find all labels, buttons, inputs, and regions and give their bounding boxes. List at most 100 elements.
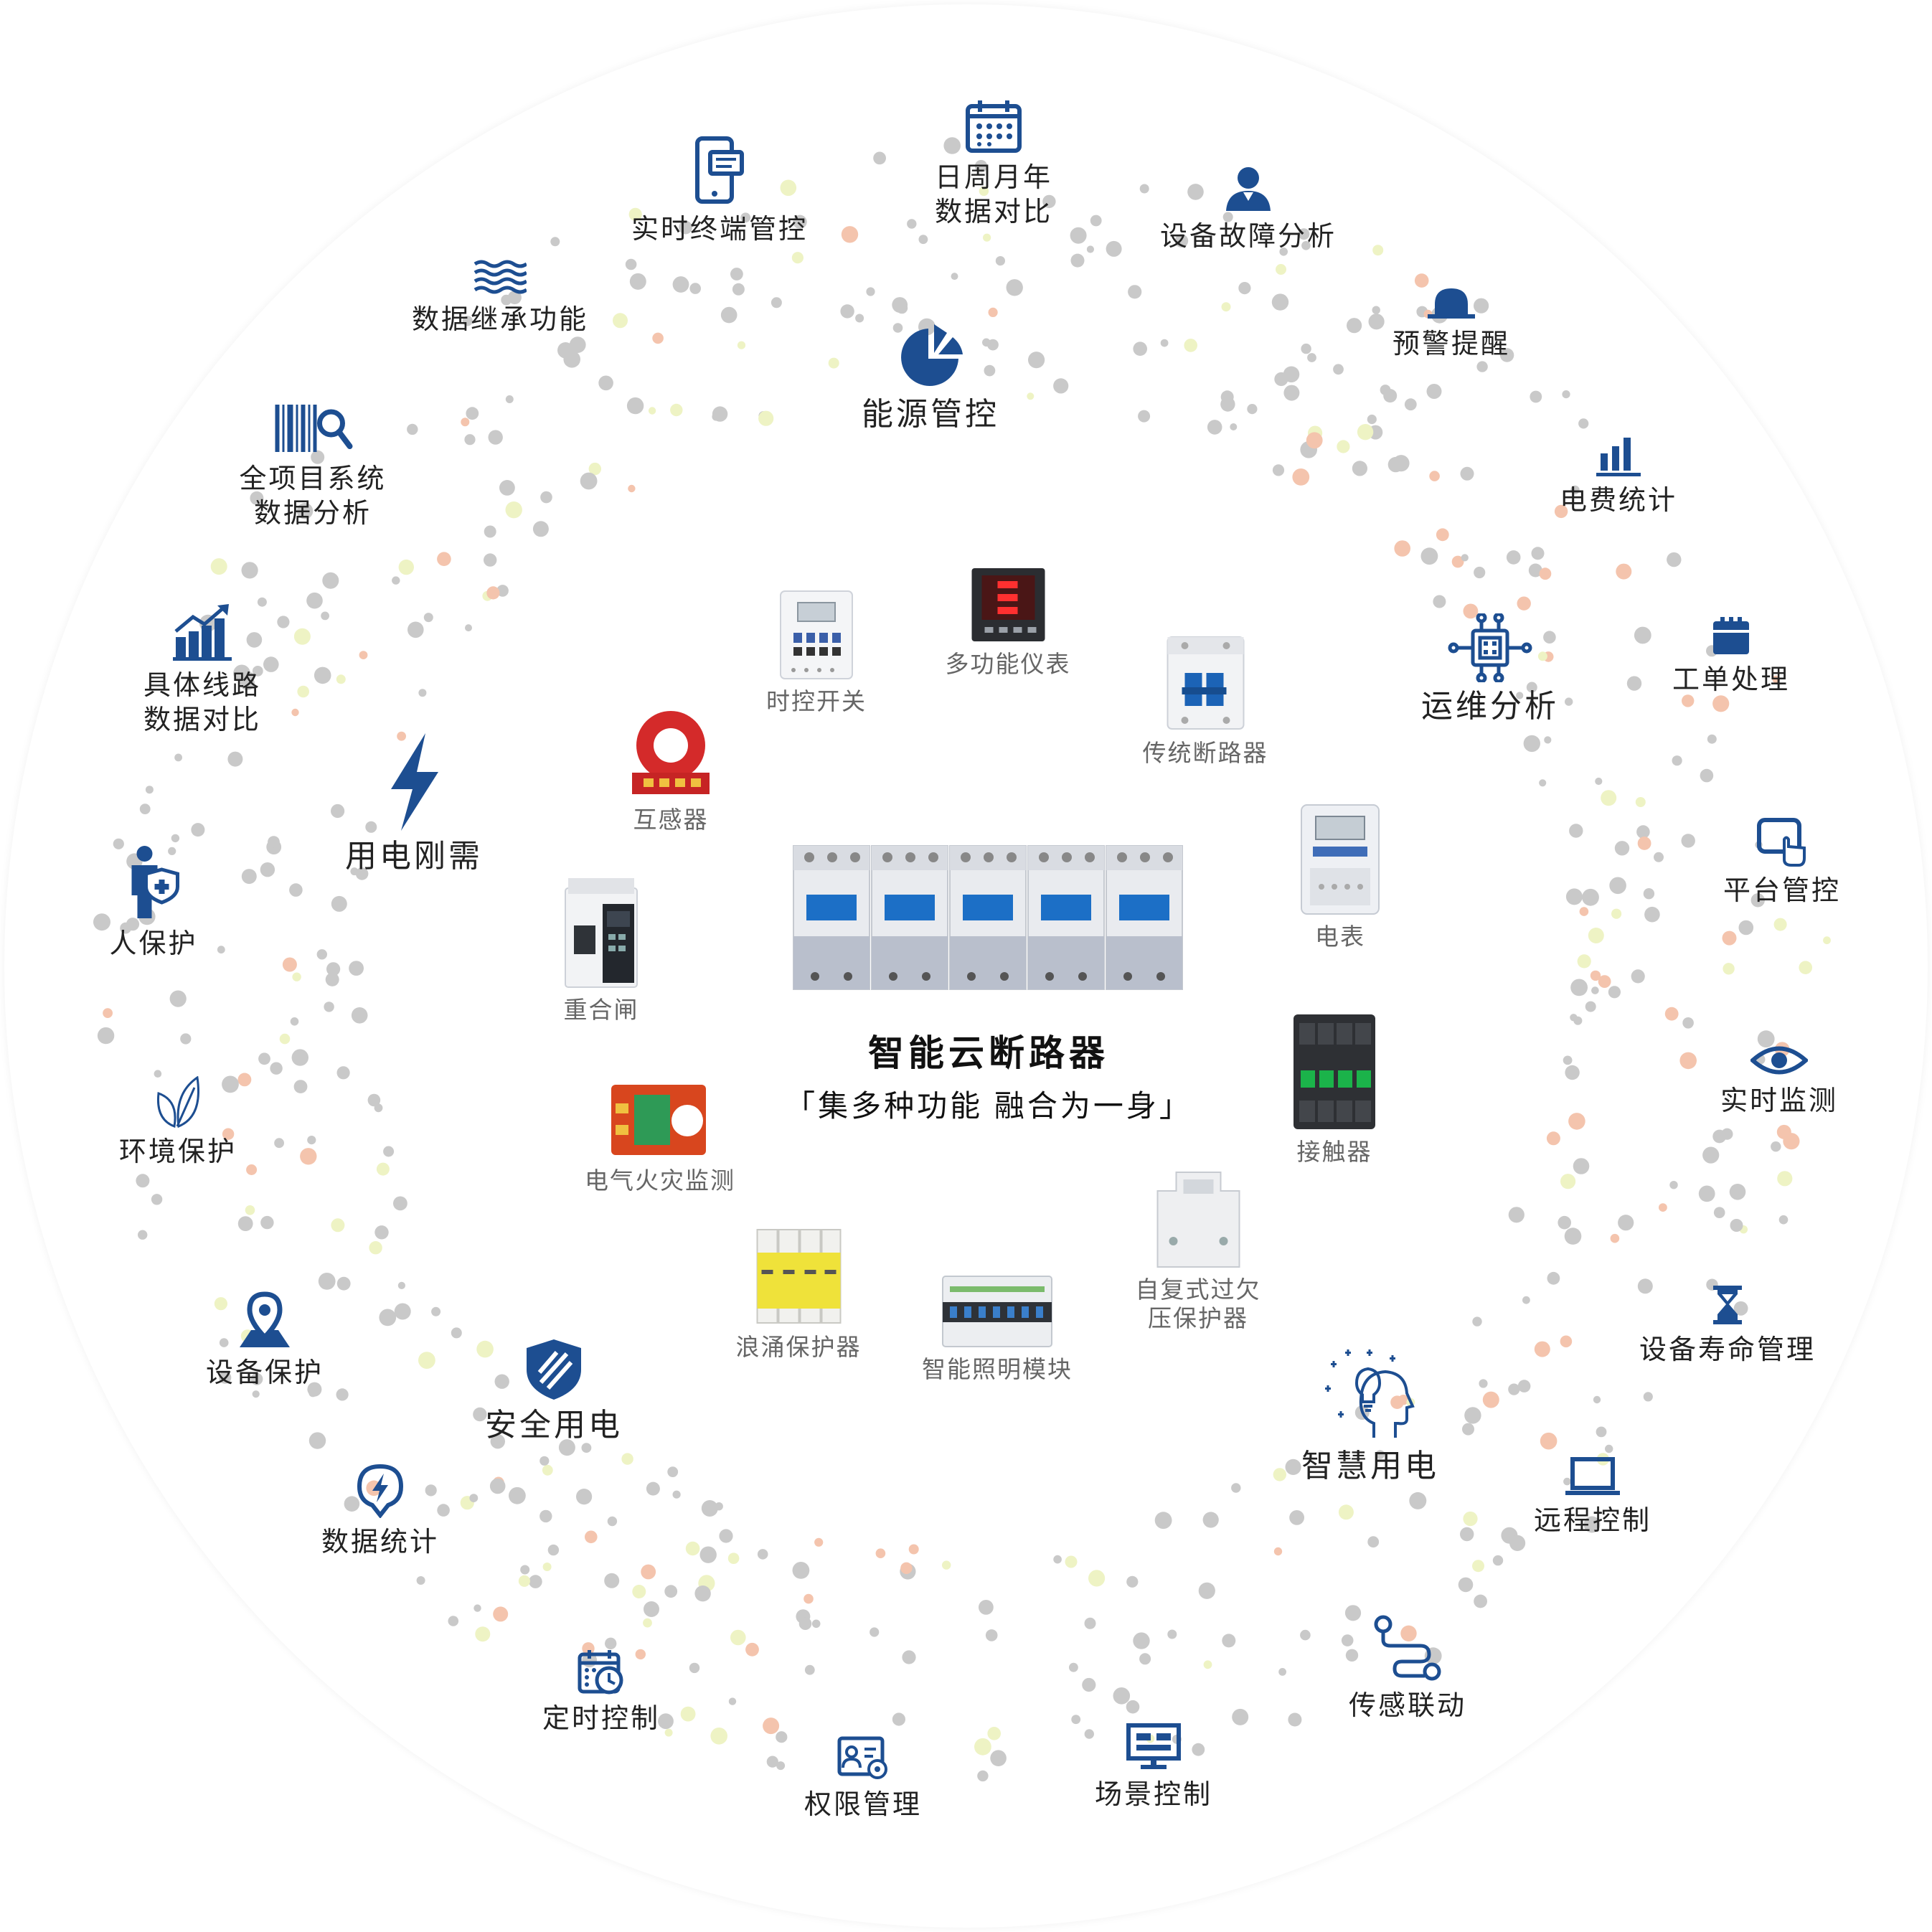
decor-dot bbox=[318, 1273, 336, 1290]
decor-dot bbox=[1539, 567, 1552, 580]
decor-dot bbox=[1380, 385, 1391, 395]
decor-dot bbox=[607, 1516, 618, 1527]
decor-dot bbox=[974, 160, 988, 173]
decor-dot bbox=[1472, 1560, 1484, 1573]
decor-dot bbox=[263, 656, 279, 672]
decor-dot bbox=[557, 342, 574, 359]
decor-dot bbox=[490, 1434, 505, 1449]
decor-dot bbox=[154, 1070, 162, 1078]
voltage-protector-device bbox=[1156, 1172, 1240, 1268]
decor-dot bbox=[983, 233, 991, 242]
decor-dot bbox=[268, 836, 280, 848]
decor-dot bbox=[792, 1562, 810, 1579]
decor-dot bbox=[988, 307, 998, 317]
decor-dot bbox=[520, 1565, 530, 1575]
decor-dot bbox=[1610, 1233, 1620, 1243]
decor-dot bbox=[1573, 1158, 1590, 1174]
decor-dot bbox=[1006, 279, 1023, 296]
feature-label: 远程控制 bbox=[1533, 1506, 1652, 1536]
decor-dot bbox=[321, 611, 329, 621]
decor-dot bbox=[1273, 1547, 1283, 1556]
decor-dot bbox=[336, 1276, 351, 1291]
decor-dot bbox=[1588, 928, 1604, 943]
feature-label: 人保护 bbox=[109, 929, 198, 959]
decor-dot bbox=[1738, 920, 1754, 936]
decor-dot bbox=[540, 491, 552, 504]
decor-dot bbox=[277, 616, 290, 628]
decor-dot bbox=[509, 1486, 526, 1504]
product-smart-cloud-breaker bbox=[791, 843, 1187, 999]
decor-dot bbox=[336, 674, 346, 684]
decor-dot bbox=[296, 503, 314, 519]
decor-dot bbox=[392, 576, 400, 585]
decor-dot bbox=[168, 847, 176, 855]
head-bulb-icon bbox=[1325, 1349, 1415, 1438]
decor-dot bbox=[1772, 675, 1780, 684]
decor-dot bbox=[394, 1303, 411, 1320]
decor-dot bbox=[1221, 302, 1231, 312]
decor-dot bbox=[1139, 184, 1149, 194]
decor-dot bbox=[1644, 906, 1660, 923]
decor-dot bbox=[1461, 554, 1469, 562]
feature-realtime-terminal: 实时终端管控 bbox=[631, 136, 808, 247]
feature-label: 能源管控 bbox=[862, 397, 999, 432]
decor-dot bbox=[344, 1496, 360, 1512]
decor-dot bbox=[1540, 1432, 1558, 1450]
decor-dot bbox=[1614, 841, 1630, 856]
breaker-toggle bbox=[885, 895, 935, 920]
decor-dot bbox=[841, 226, 859, 243]
decor-dot bbox=[1713, 1207, 1725, 1218]
decor-dot bbox=[359, 651, 368, 659]
decor-dot bbox=[1750, 893, 1765, 908]
pie-chart-icon bbox=[901, 324, 963, 386]
decor-dot bbox=[169, 990, 187, 1007]
decor-dot bbox=[840, 304, 854, 319]
decor-dot bbox=[1426, 384, 1442, 399]
decor-dot bbox=[1347, 318, 1362, 334]
decor-dot bbox=[763, 1717, 780, 1735]
decor-dot bbox=[291, 708, 299, 717]
decor-dot bbox=[1601, 790, 1617, 806]
decor-dot bbox=[728, 1697, 737, 1705]
decor-dot bbox=[804, 1593, 814, 1604]
decor-dot bbox=[496, 585, 509, 597]
decor-dot bbox=[398, 559, 414, 575]
decor-dot bbox=[979, 1600, 994, 1615]
feature-label: 环境保护 bbox=[118, 1137, 237, 1167]
decor-dot bbox=[1394, 540, 1410, 557]
decor-dot bbox=[369, 1241, 382, 1255]
decor-dot bbox=[1682, 1017, 1694, 1029]
decor-dot bbox=[1636, 825, 1650, 839]
decor-dot bbox=[1776, 1124, 1791, 1139]
decor-dot bbox=[289, 883, 303, 897]
decor-dot bbox=[776, 1761, 786, 1771]
decor-dot bbox=[488, 430, 503, 445]
decor-dot bbox=[237, 1073, 252, 1087]
decor-dot bbox=[1517, 1380, 1531, 1393]
decor-dot bbox=[685, 1541, 700, 1556]
decor-dot bbox=[1344, 1605, 1362, 1621]
decor-dot bbox=[1664, 1007, 1679, 1021]
decor-dot bbox=[151, 1194, 163, 1205]
decor-dot bbox=[1278, 1668, 1286, 1676]
smart-cloud-breaker-device bbox=[793, 845, 1183, 990]
decor-dot bbox=[293, 628, 311, 645]
decor-dot bbox=[1409, 1492, 1427, 1509]
decor-dot bbox=[1414, 273, 1429, 288]
feature-label: 实时监测 bbox=[1720, 1086, 1839, 1116]
route-icon bbox=[1374, 1615, 1441, 1681]
decor-dot bbox=[1126, 1575, 1139, 1588]
decor-dot bbox=[1616, 563, 1632, 580]
decor-dot bbox=[542, 1464, 553, 1476]
decor-dot bbox=[1570, 979, 1588, 996]
decor-dot bbox=[126, 918, 140, 931]
product-label: 互感器 bbox=[633, 806, 709, 833]
decor-dot bbox=[1027, 392, 1035, 400]
decor-dot bbox=[644, 1601, 659, 1617]
decor-dot bbox=[621, 1453, 633, 1465]
decor-dot bbox=[1659, 1203, 1667, 1212]
decor-dot bbox=[1133, 1632, 1150, 1649]
decor-dot bbox=[1583, 1516, 1601, 1533]
decor-dot bbox=[664, 1585, 678, 1598]
product-transformer: 互感器 bbox=[629, 707, 712, 834]
